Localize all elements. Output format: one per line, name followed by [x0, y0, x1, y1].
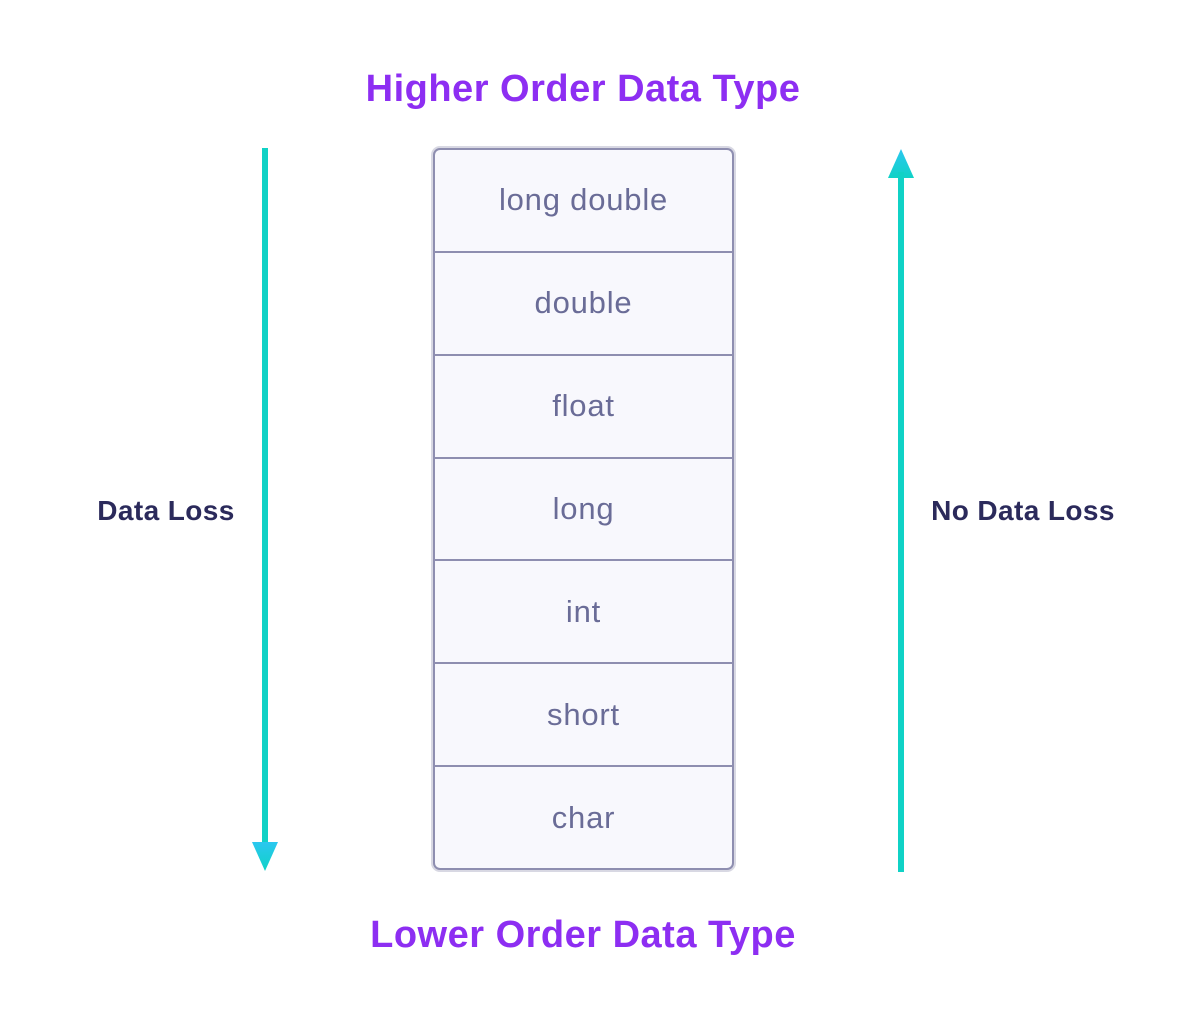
type-box-short: short — [435, 664, 732, 768]
lower-order-title: Lower Order Data Type — [370, 914, 796, 956]
type-box-double: double — [435, 253, 732, 356]
higher-order-title: Higher Order Data Type — [365, 68, 801, 110]
type-box-long: long — [435, 459, 732, 562]
type-box-long-double: long double — [435, 150, 732, 253]
type-box-float: float — [435, 356, 732, 459]
type-box-char: char — [551, 799, 616, 835]
no-data-loss-arrow-up-icon — [888, 149, 914, 872]
data-loss-label: Data Loss — [97, 495, 235, 526]
no-data-loss-label: No Data Loss — [931, 495, 1115, 526]
data-loss-arrow-down-icon — [252, 148, 278, 871]
type-box-int: int — [435, 561, 732, 665]
